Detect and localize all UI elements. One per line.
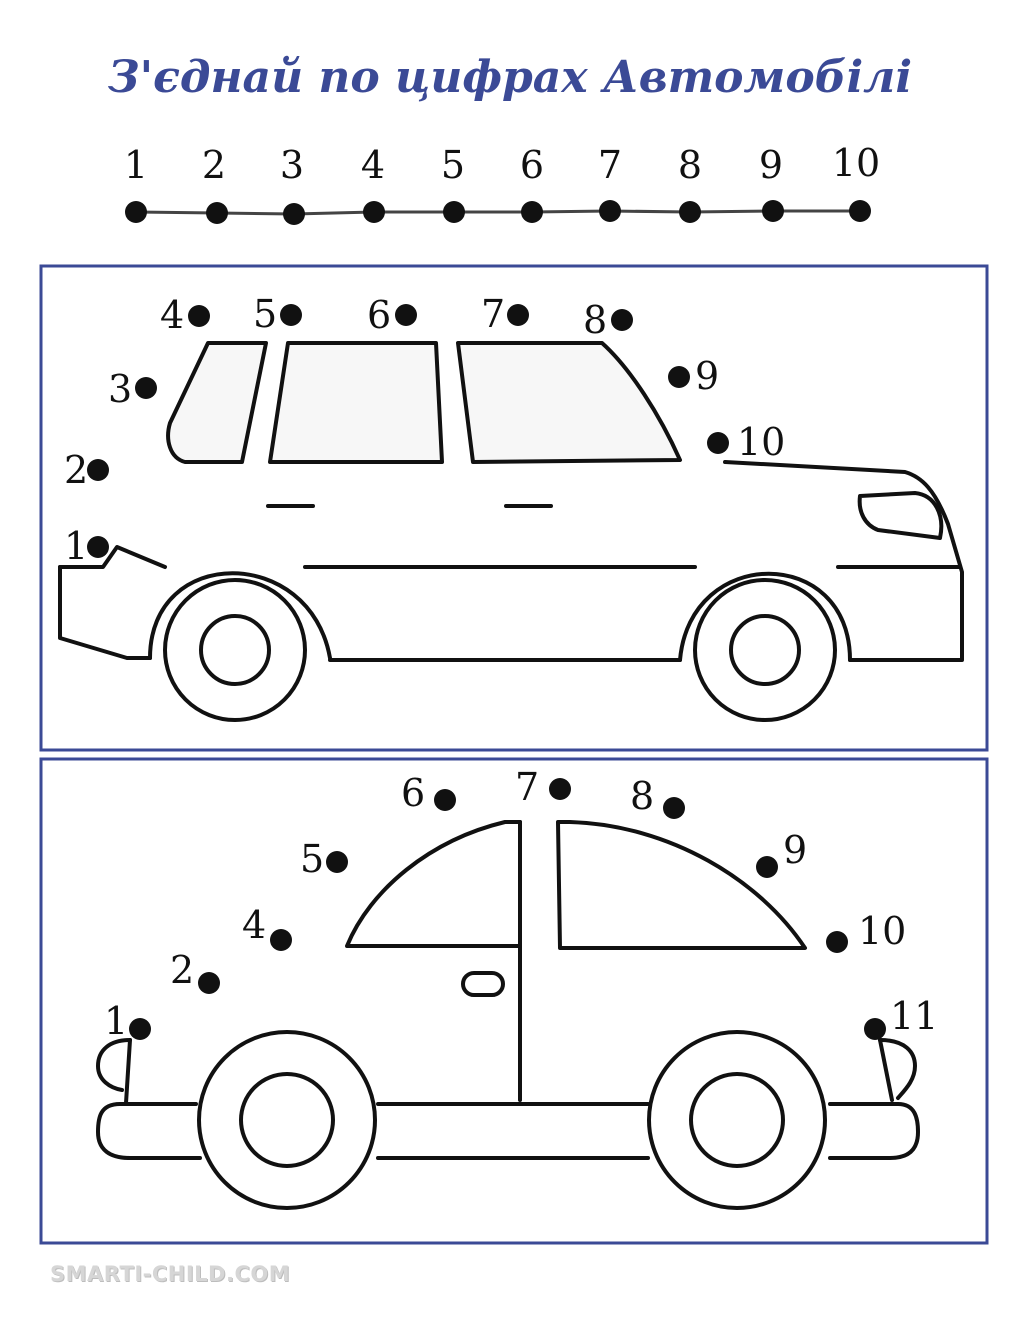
puzzle-frame-2 (39, 757, 989, 1245)
coupe-dot-label: 8 (630, 774, 654, 818)
coupe-dot-label: 4 (242, 903, 266, 947)
coupe-dot[interactable] (129, 1018, 151, 1040)
suv-front-wheel (693, 578, 837, 722)
coupe-front-bumper-hook (878, 1038, 917, 1100)
suv-dot[interactable] (707, 432, 729, 454)
coupe-rear-hub (239, 1072, 335, 1168)
legend-number: 1 (124, 143, 148, 187)
legend-number: 10 (832, 141, 880, 185)
suv-rear-top-line (58, 545, 167, 569)
legend-number: 2 (202, 143, 226, 187)
coupe-rear-bumper (96, 1102, 202, 1160)
legend-dot (125, 201, 147, 223)
suv-rear-bumper (58, 565, 152, 660)
coupe-door-handle (461, 971, 505, 997)
suv-rear-wheel-arch (148, 571, 332, 660)
page-title: З'єднай по цифрах Автомобілі (107, 52, 913, 103)
suv-dot[interactable] (280, 304, 302, 326)
suv-front-hub (729, 614, 801, 686)
legend-number: 5 (441, 143, 465, 187)
legend-dot (283, 203, 305, 225)
coupe-dot[interactable] (663, 797, 685, 819)
suv-front-body (723, 460, 964, 662)
coupe-rear-bumper-post (124, 1038, 132, 1105)
coupe-dot-label: 11 (890, 994, 938, 1038)
coupe-dot-label: 1 (104, 999, 128, 1043)
suv-car-drawing (58, 341, 964, 722)
coupe-rear-window (345, 820, 522, 948)
coupe-dot[interactable] (826, 931, 848, 953)
suv-dot-label: 5 (253, 292, 277, 336)
suv-dot-label: 4 (160, 293, 184, 337)
coupe-dot[interactable] (756, 856, 778, 878)
legend-dot (679, 201, 701, 223)
puzzle-frame-1 (39, 264, 989, 752)
coupe-dot[interactable] (198, 972, 220, 994)
coupe-dot-label: 2 (170, 948, 194, 992)
coupe-rear-bumper-hook (96, 1038, 132, 1092)
suv-front-wheel-arch (678, 571, 852, 662)
suv-dot-label: 6 (367, 293, 391, 337)
coupe-dot[interactable] (549, 778, 571, 800)
legend-number: 6 (520, 143, 544, 187)
coupe-front-hub (689, 1072, 785, 1168)
legend-number: 4 (361, 143, 385, 187)
suv-dot-label: 10 (737, 420, 785, 464)
coupe-dot[interactable] (434, 789, 456, 811)
legend-dot (521, 201, 543, 223)
suv-dot-label: 1 (64, 524, 88, 568)
suv-headlight (857, 491, 944, 540)
legend-connector-line (135, 209, 860, 216)
coupe-front-bumper-post (878, 1038, 894, 1102)
legend: 1 2 3 4 5 6 7 8 9 10 (124, 141, 880, 225)
suv-dot-label: 8 (583, 298, 607, 342)
legend-dot (849, 200, 871, 222)
suv-dot[interactable] (507, 304, 529, 326)
legend-number: 3 (280, 143, 304, 187)
suv-dot[interactable] (395, 304, 417, 326)
suv-dot[interactable] (611, 309, 633, 331)
suv-rear-hub (199, 614, 271, 686)
suv-dot-label: 3 (108, 367, 132, 411)
coupe-dot-label: 7 (515, 765, 539, 809)
legend-number: 9 (759, 143, 783, 187)
coupe-front-bumper (828, 1102, 920, 1160)
coupe-car-drawing (96, 820, 920, 1210)
coupe-rear-wheel (197, 1030, 377, 1210)
suv-dot[interactable] (87, 536, 109, 558)
coupe-dot[interactable] (270, 929, 292, 951)
coupe-dot-label: 10 (858, 909, 906, 953)
coupe-dot-label: 5 (300, 837, 324, 881)
suv-middle-window (268, 341, 444, 464)
suv-dot-label: 9 (695, 354, 719, 398)
coupe-dot-label: 9 (783, 828, 807, 872)
coupe-dots: 1 2 4 5 6 7 8 9 10 11 (104, 765, 938, 1043)
suv-dot-label: 7 (481, 292, 505, 336)
legend-dot (443, 201, 465, 223)
coupe-dot[interactable] (326, 851, 348, 873)
watermark: SMARTI-CHILD.COM (50, 1262, 291, 1286)
coupe-front-wheel (647, 1030, 827, 1210)
suv-rear-wheel (163, 578, 307, 722)
coupe-dot[interactable] (864, 1018, 886, 1040)
suv-dot[interactable] (87, 459, 109, 481)
suv-dot[interactable] (135, 377, 157, 399)
legend-number: 8 (678, 143, 702, 187)
suv-dot-label: 2 (64, 448, 88, 492)
legend-dot (599, 200, 621, 222)
suv-front-window (456, 341, 682, 464)
suv-rear-window (166, 341, 268, 464)
suv-dot[interactable] (668, 366, 690, 388)
suv-dot[interactable] (188, 305, 210, 327)
coupe-front-window (556, 820, 807, 950)
legend-dot (762, 200, 784, 222)
suv-dots: 1 2 3 4 5 6 7 8 9 10 (64, 292, 785, 568)
legend-dot (363, 201, 385, 223)
legend-number: 7 (598, 143, 622, 187)
legend-dot (206, 202, 228, 224)
coupe-dot-label: 6 (401, 771, 425, 815)
